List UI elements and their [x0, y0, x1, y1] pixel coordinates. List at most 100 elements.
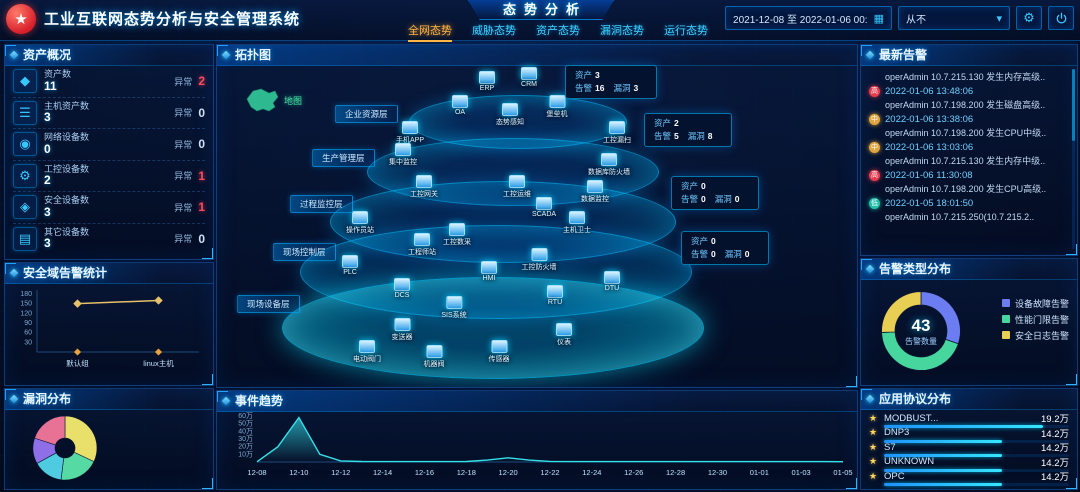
app-title: 工业互联网态势分析与安全管理系统	[44, 11, 301, 28]
nav-tab[interactable]: 运行态势	[664, 25, 708, 37]
topology-node[interactable]: DTU	[604, 271, 620, 292]
alert-message[interactable]: operAdmin 10.7.198.200 发生磁盘高级..	[885, 100, 1046, 110]
asset-label: 工控设备数	[44, 163, 90, 174]
node-label: 工控运维	[503, 191, 531, 198]
svg-text:12-24: 12-24	[582, 468, 601, 477]
svg-text:60万: 60万	[238, 412, 253, 420]
topology-node[interactable]: 工控网关	[410, 175, 438, 199]
topology-node[interactable]: 数据库防火墙	[588, 153, 630, 177]
assets-cube-icon: ◆	[13, 69, 37, 94]
topology-node[interactable]: 态势感知	[496, 103, 524, 127]
topology-node[interactable]: DCS	[394, 278, 410, 299]
star-icon: ★	[869, 412, 878, 423]
alert-message[interactable]: operAdmin 10.7.215.130 发生内存中级..	[885, 156, 1046, 166]
panel-title: 事件趋势	[217, 391, 857, 412]
topology-node[interactable]: 操作员站	[346, 211, 374, 235]
topology-node[interactable]: SIS系统	[441, 296, 467, 320]
nav-tab[interactable]: 漏洞态势	[600, 25, 644, 37]
topology-node[interactable]: 仪表	[556, 323, 572, 347]
legend-item[interactable]: 安全日志告警	[1001, 327, 1069, 343]
topology-node[interactable]: CRM	[521, 67, 537, 88]
device-icon	[509, 175, 525, 188]
alert-message[interactable]: operAdmin 10.7.198.200 发生CPU高级..	[885, 184, 1047, 194]
scrollbar[interactable]	[1072, 69, 1075, 249]
topology-node[interactable]: 工控运维	[503, 175, 531, 199]
asset-count: 0	[44, 141, 51, 156]
device-icon	[502, 103, 518, 116]
device-icon	[556, 323, 572, 336]
panel-title: 拓扑图	[217, 45, 857, 66]
topology-node[interactable]: 工控数采	[443, 223, 471, 247]
calendar-icon[interactable]: ▦	[873, 12, 884, 25]
layer-pill[interactable]: 企业资源层	[335, 105, 398, 123]
device-icon	[395, 143, 411, 156]
topology-node[interactable]: OA	[452, 95, 468, 116]
topology-node[interactable]: 集中监控	[389, 143, 417, 167]
svg-text:12-30: 12-30	[708, 468, 727, 477]
svg-text:12-22: 12-22	[540, 468, 559, 477]
topology-node[interactable]: 手机APP	[396, 121, 424, 145]
device-icon	[609, 121, 625, 134]
topology-node[interactable]: 机器阀	[424, 345, 445, 369]
settings-button[interactable]: ⚙	[1016, 6, 1042, 30]
nav-tab[interactable]: 全网态势	[408, 22, 452, 42]
legend-item[interactable]: 性能门限告警	[1001, 311, 1069, 327]
alert-message[interactable]: operAdmin 10.7.198.200 发生CPU中级..	[885, 128, 1047, 138]
topology-node[interactable]: 主机卫士	[563, 211, 591, 235]
nav-tab[interactable]: 资产态势	[536, 25, 580, 37]
svg-text:12-18: 12-18	[457, 468, 476, 477]
topology-node[interactable]: 变送器	[392, 318, 413, 342]
alert-message[interactable]: operAdmin 10.7.215.250(10.7.215.2..	[885, 212, 1035, 222]
abnormal-label: 异常	[174, 171, 193, 182]
device-icon	[452, 95, 468, 108]
layer-pill[interactable]: 现场设备层	[237, 295, 300, 313]
protocol-name: OPC	[884, 470, 905, 482]
layer-pill[interactable]: 过程监控层	[290, 195, 353, 213]
nav-tab[interactable]: 威胁态势	[472, 25, 516, 37]
topology-node[interactable]: 工程师站	[408, 233, 436, 257]
topology-node[interactable]: 数据监控	[581, 180, 609, 204]
svg-text:90: 90	[24, 320, 32, 327]
topology-node[interactable]: SCADA	[532, 197, 556, 218]
map-widget[interactable]: 地图	[245, 87, 302, 113]
topology-node[interactable]: 传感器	[489, 340, 510, 364]
alert-time: 2022-01-06 11:30:08	[885, 169, 973, 181]
power-button[interactable]	[1048, 6, 1074, 30]
topology-node[interactable]: 堡垒机	[547, 95, 568, 119]
protocol-value: 14.2万	[1041, 472, 1069, 484]
node-label: DTU	[604, 285, 620, 292]
topology-node[interactable]: RTU	[547, 285, 563, 306]
device-icon	[426, 345, 442, 358]
map-label: 地图	[284, 95, 303, 106]
layer-pill[interactable]: 现场控制层	[273, 243, 336, 261]
header-controls: 2021-12-08 至 2022-01-06 00: ▦ 从不 ▾ ⚙	[725, 6, 1074, 30]
node-label: HMI	[482, 275, 496, 282]
alarm-type-chart	[881, 291, 961, 371]
topology-node[interactable]: HMI	[481, 261, 497, 282]
date-range-picker[interactable]: 2021-12-08 至 2022-01-06 00: ▦	[725, 6, 892, 30]
topology-node[interactable]: PLC	[342, 255, 358, 276]
alert-message[interactable]: operAdmin 10.7.215.130 发生内存高级..	[885, 72, 1046, 82]
legend-item[interactable]: 设备故障告警	[1001, 295, 1069, 311]
topology-node[interactable]: ERP	[479, 71, 495, 92]
svg-text:默认组: 默认组	[66, 358, 89, 368]
topology-node[interactable]: 工控漏扫	[603, 121, 631, 145]
filter-select[interactable]: 从不 ▾	[898, 6, 1010, 30]
topology-node[interactable]: 电动阀门	[353, 340, 381, 364]
svg-text:12-28: 12-28	[666, 468, 685, 477]
device-icon	[416, 175, 432, 188]
panel-title: 最新告警	[861, 45, 1077, 66]
layer-pill[interactable]: 生产管理层	[312, 149, 375, 167]
topology-node[interactable]: 工控防火墙	[522, 248, 557, 272]
device-icon	[394, 278, 410, 291]
gear-icon: ⚙	[1023, 10, 1035, 25]
